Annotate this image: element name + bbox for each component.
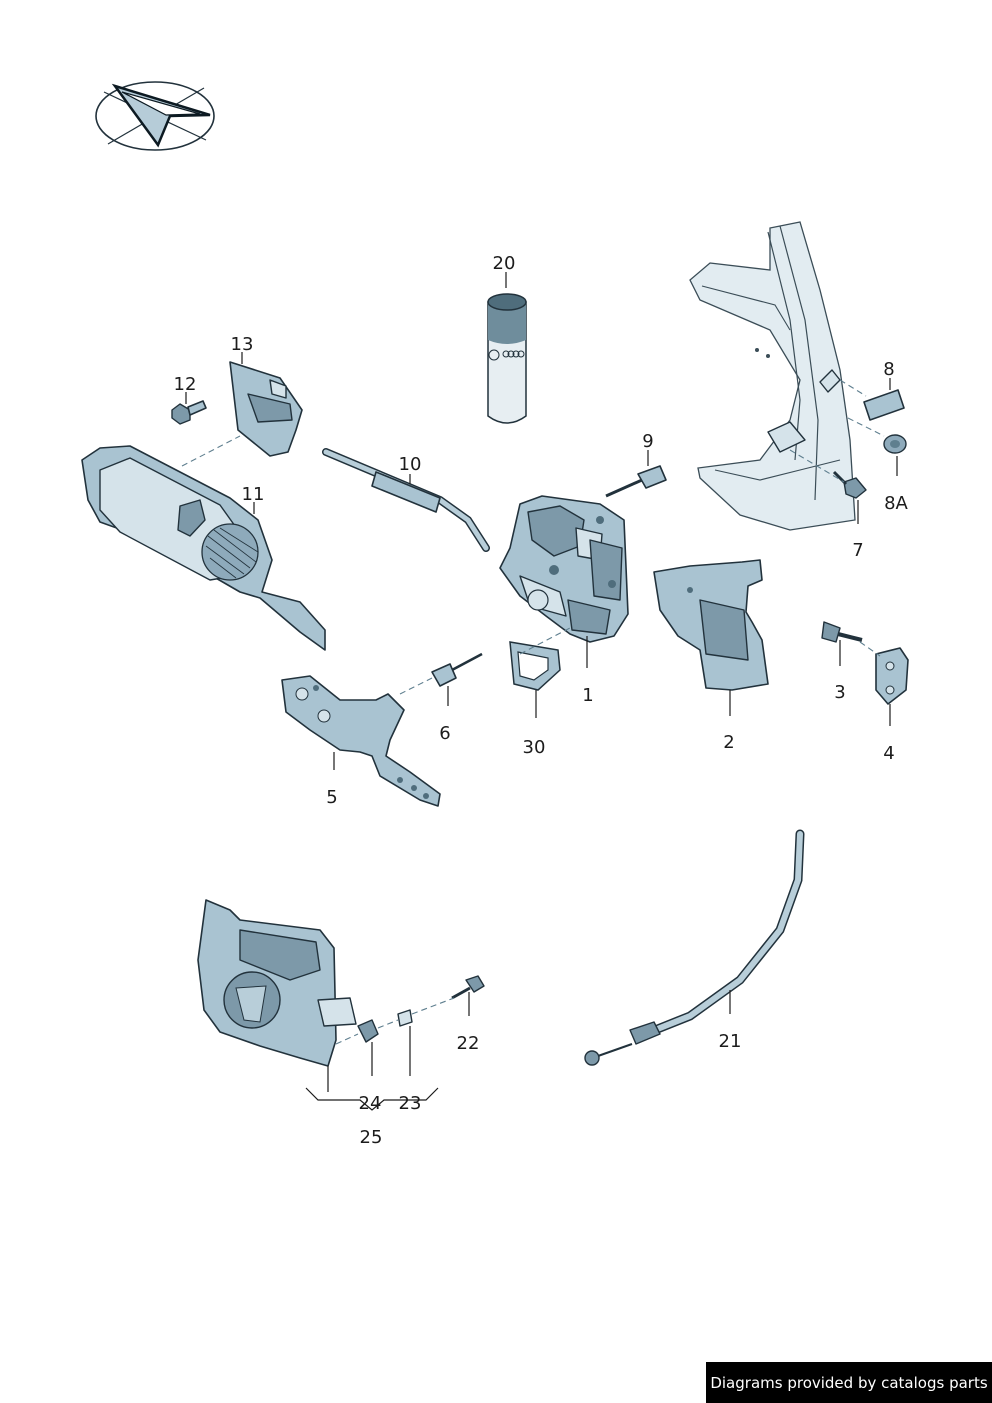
part-12-bolt bbox=[171, 400, 207, 425]
part-22-screw bbox=[451, 975, 485, 1000]
part-20-spray-can bbox=[487, 293, 527, 424]
callout-5: 5 bbox=[326, 787, 337, 808]
part-3-screw bbox=[821, 621, 863, 643]
assembly-guide-lines bbox=[181, 379, 885, 1045]
part-30-seal bbox=[509, 641, 561, 691]
part-11-door-handle-trim bbox=[81, 445, 326, 651]
part-23-spacer bbox=[397, 1009, 413, 1027]
direction-arrow-icon bbox=[95, 81, 215, 151]
callout-13: 13 bbox=[231, 334, 254, 355]
door-frame-illustration bbox=[689, 221, 856, 531]
part-8-cap bbox=[863, 389, 905, 421]
part-21-cable bbox=[584, 829, 805, 1066]
part-10-operating-rod bbox=[322, 448, 490, 552]
callout-6: 6 bbox=[439, 723, 450, 744]
callout-4: 4 bbox=[883, 743, 894, 764]
attribution-banner: Diagrams provided by catalogs parts bbox=[706, 1362, 992, 1403]
callout-8: 8 bbox=[883, 359, 894, 380]
part-24-nut bbox=[357, 1019, 379, 1043]
callout-24: 24 bbox=[359, 1093, 382, 1114]
part-13-handle-bracket bbox=[229, 361, 303, 457]
callout-25: 25 bbox=[360, 1127, 383, 1148]
callout-leader-lines bbox=[185, 272, 898, 1111]
callout-3: 3 bbox=[834, 682, 845, 703]
callout-21: 21 bbox=[719, 1031, 742, 1052]
callout-20: 20 bbox=[493, 253, 516, 274]
part-5-bracket bbox=[281, 675, 441, 807]
part-25-actuator-housing bbox=[197, 899, 357, 1067]
part-4-striker-plate bbox=[875, 647, 909, 705]
callout-23: 23 bbox=[399, 1093, 422, 1114]
callout-9: 9 bbox=[642, 431, 653, 452]
attribution-text: Diagrams provided by catalogs parts bbox=[710, 1373, 988, 1392]
callout-2: 2 bbox=[723, 732, 734, 753]
callout-10: 10 bbox=[399, 454, 422, 475]
part-2-cover bbox=[653, 559, 769, 691]
part-1-door-lock bbox=[499, 495, 629, 643]
callout-8a: 8A bbox=[884, 493, 908, 514]
callout-12: 12 bbox=[174, 374, 197, 395]
part-8a-grommet bbox=[883, 434, 907, 454]
callout-22: 22 bbox=[457, 1033, 480, 1054]
callout-1: 1 bbox=[582, 685, 593, 706]
part-6-pin bbox=[431, 652, 483, 687]
callout-labels: 1 2 3 4 5 6 7 8 8A 9 10 11 12 13 20 21 2… bbox=[174, 253, 909, 1148]
callout-30: 30 bbox=[523, 737, 546, 758]
callout-11: 11 bbox=[242, 484, 265, 505]
callout-7: 7 bbox=[852, 540, 863, 561]
part-9-pin bbox=[605, 465, 667, 498]
